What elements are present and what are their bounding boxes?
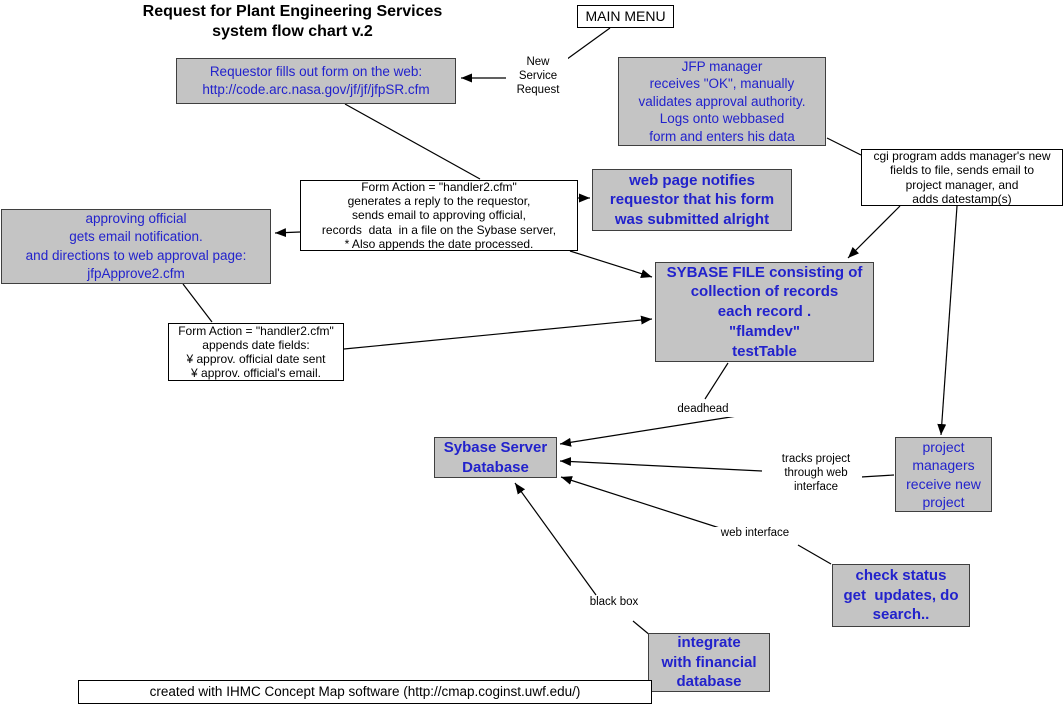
connector — [847, 205, 901, 259]
connector — [343, 315, 653, 350]
chart-title: Request for Plant Engineering Services s… — [85, 2, 500, 42]
node-form-action-handler2-dates[interactable]: Form Action = "handler2.cfm" appends dat… — [168, 323, 344, 381]
text-line: validates approval authority. — [638, 93, 806, 109]
text-line: records data in a file on the Sybase ser… — [321, 222, 557, 237]
text-line: and directions to web approval page: — [25, 247, 247, 263]
connector — [826, 137, 862, 156]
text-line: sends email to approving official, — [352, 208, 526, 223]
text-line: Form Action = "handler2.cfm" — [361, 180, 517, 195]
text-line: was submitted alright — [614, 210, 770, 228]
text-line: managers — [912, 457, 975, 474]
text-line: collection of records — [690, 283, 839, 301]
node-main-menu[interactable]: MAIN MENU — [577, 5, 674, 28]
text-line: New — [526, 56, 550, 68]
text-line: adds datestamp(s) — [912, 191, 1012, 206]
text-line: receives "OK", manually — [649, 76, 795, 92]
text-line: form and enters his data — [649, 128, 795, 144]
node-approving-official[interactable]: approving official gets email notificati… — [1, 209, 271, 284]
text-line: SYBASE FILE consisting of — [666, 263, 863, 281]
text-line: receive new — [906, 475, 981, 492]
node-cgi-program[interactable]: cgi program adds manager's new fields to… — [861, 149, 1063, 206]
text-line: jfpApprove2.cfm — [87, 265, 185, 281]
text-line: Requestor fills out form on the web: — [209, 64, 423, 80]
text-line: project — [922, 493, 965, 510]
text-line: integrate — [677, 634, 741, 652]
connector — [274, 228, 301, 238]
text-line: Database — [462, 458, 529, 476]
text-line: with financial — [661, 653, 757, 671]
edge-label-new-service-request[interactable]: New Service Request — [508, 56, 568, 98]
node-jfp-manager[interactable]: JFP manager receives "OK", manually vali… — [618, 57, 826, 146]
node-form-action-handler2-reply[interactable]: Form Action = "handler2.cfm" generates a… — [300, 180, 578, 251]
text-line: Request — [516, 83, 560, 96]
node-project-managers[interactable]: project managers receive new project — [895, 437, 992, 512]
connector — [937, 205, 958, 436]
node-sybase-server-database[interactable]: Sybase Server Database — [434, 437, 557, 478]
edge-label-web-interface[interactable]: web interface — [710, 527, 800, 541]
text-line: testTable — [732, 342, 797, 360]
edge-label-black-box[interactable]: black box — [584, 596, 644, 610]
text-line: approving official — [85, 211, 187, 227]
text-line: ¥ approv. official date sent — [186, 352, 326, 366]
connector — [797, 544, 832, 565]
connector — [344, 103, 481, 180]
credit-footer: created with IHMC Concept Map software (… — [78, 680, 652, 704]
text-line: Service — [518, 69, 558, 82]
text-line: box — [619, 596, 639, 608]
text-line: ¥ approv. official's email. — [191, 366, 321, 381]
node-requestor-form[interactable]: Requestor fills out form on the web: htt… — [176, 58, 456, 104]
text-line: requestor that his form — [609, 191, 775, 209]
text-line: appends date fields: — [202, 337, 310, 352]
text-line: interface — [793, 480, 839, 493]
text-line: each record . — [717, 303, 812, 321]
connector — [860, 474, 895, 478]
text-line: http://code.arc.nasa.gov/jf/jf/jfpSR.cfm — [202, 82, 430, 97]
connector — [704, 362, 729, 400]
text-line: fields to file, sends email to — [889, 163, 1035, 178]
text-line: Logs onto webbased — [659, 111, 785, 127]
connector — [562, 27, 611, 63]
text-line: web interface — [720, 527, 790, 539]
text-line: "flamdev" — [729, 322, 800, 340]
text-line: Form Action = "handler2.cfm" — [178, 323, 334, 338]
text-line: black — [589, 596, 617, 608]
text-line: MAIN MENU — [585, 8, 666, 25]
text-line: * Also appends the date processed. — [344, 236, 534, 251]
text-line: project — [922, 439, 965, 456]
text-line: cgi program adds manager's new — [873, 149, 1051, 164]
text-line: generates a reply to the requestor, — [347, 194, 531, 209]
chart-title-line: Request for Plant Engineering Services — [142, 3, 443, 20]
connector — [559, 457, 763, 472]
edge-label-deadhead[interactable]: deadhead — [668, 403, 738, 417]
node-integrate-financial-database[interactable]: integrate with financial database — [648, 633, 770, 692]
text-line: JFP manager — [681, 58, 763, 74]
text-line: deadhead — [677, 403, 729, 415]
connector — [559, 415, 738, 447]
edge-label-tracks-project[interactable]: tracks project through web interface — [770, 453, 862, 495]
node-web-page-notifies[interactable]: web page notifies requestor that his for… — [592, 169, 792, 231]
text-line: through web — [784, 466, 848, 479]
text-line: created with IHMC Concept Map software (… — [149, 684, 581, 700]
node-sybase-file[interactable]: SYBASE FILE consisting of collection of … — [655, 262, 874, 362]
text-line: project manager, and — [905, 177, 1019, 192]
text-line: search.. — [872, 606, 930, 624]
text-line: check status — [855, 567, 947, 585]
text-line: web page notifies — [629, 171, 755, 189]
connector — [560, 476, 730, 532]
connector — [182, 283, 213, 323]
text-line: get updates, do — [843, 586, 959, 604]
connector — [514, 482, 597, 596]
text-line: tracks project — [781, 453, 851, 465]
chart-title-line: system flow chart v.2 — [212, 23, 373, 40]
connector — [569, 250, 653, 278]
text-line: gets email notification. — [69, 229, 203, 245]
text-line: database — [676, 673, 742, 691]
text-line: Sybase Server — [443, 439, 548, 456]
node-check-status[interactable]: check status get updates, do search.. — [832, 564, 970, 627]
